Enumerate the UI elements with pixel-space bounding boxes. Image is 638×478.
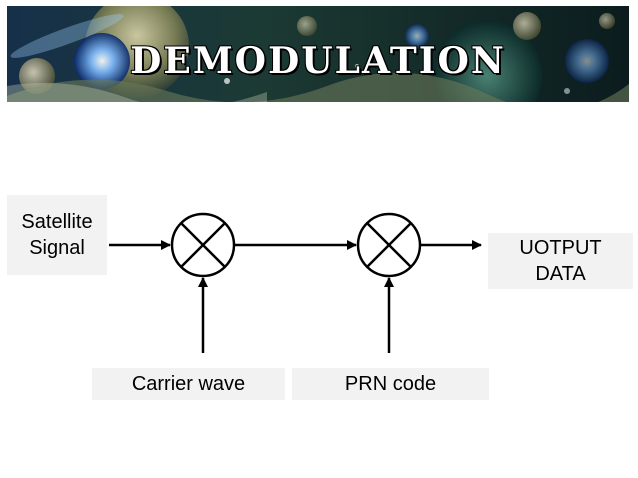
space-background-image — [7, 6, 629, 102]
mixer-2-multiplier-icon — [356, 212, 422, 278]
prn-code-label: PRN code — [292, 368, 489, 400]
input-signal-label: Satellite Signal — [7, 195, 107, 275]
header-banner: DEMODULATION — [7, 6, 629, 102]
page-title: DEMODULATION — [130, 40, 506, 82]
mixer-1-multiplier-icon — [170, 212, 236, 278]
carrier-wave-label: Carrier wave — [92, 368, 285, 400]
output-data-label: UOTPUT DATA — [488, 233, 633, 289]
